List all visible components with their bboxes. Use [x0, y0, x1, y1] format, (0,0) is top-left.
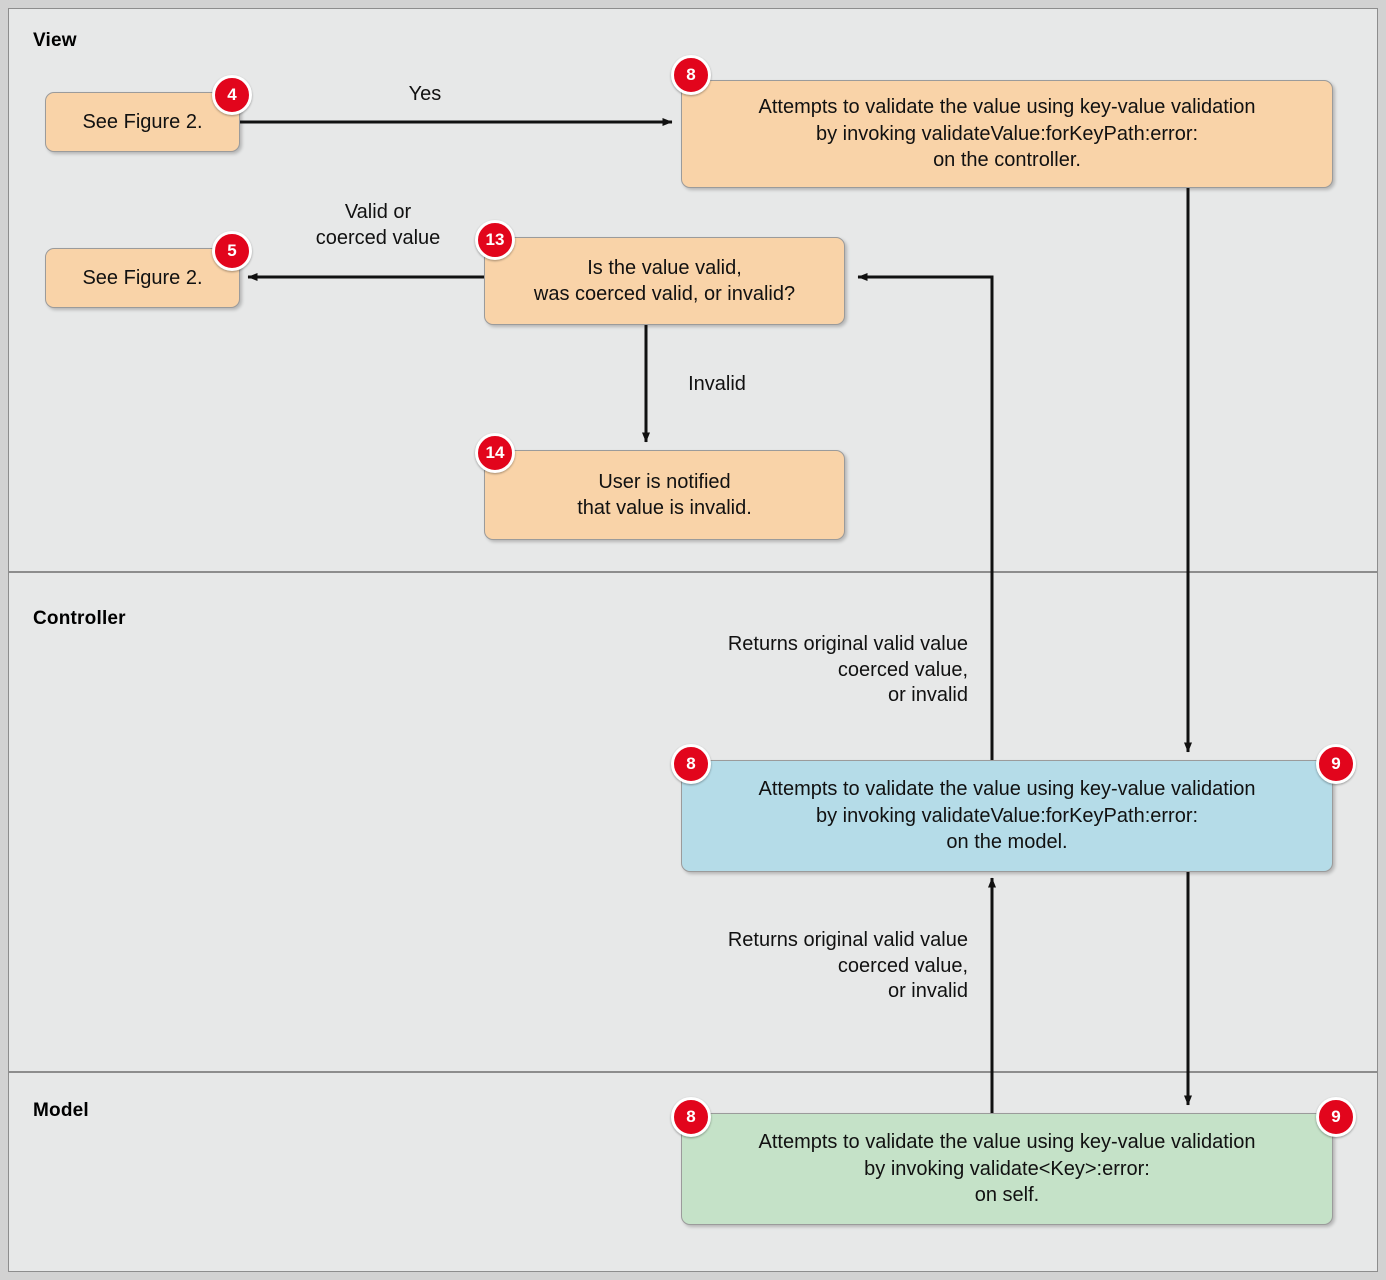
node-notify-user-line1: User is notified: [598, 470, 731, 493]
node-model-validate[interactable]: Attempts to validate the value using key…: [681, 1113, 1333, 1225]
node-decision-line2: was coerced valid, or invalid?: [533, 283, 796, 305]
node-model-validate-line2: by invoking validate<Key>:error:: [864, 1157, 1150, 1180]
node-view-validate-line1: Attempts to validate the value using key…: [758, 96, 1256, 119]
node-model-validate-line3: on self.: [974, 1184, 1040, 1207]
node-notify-user[interactable]: User is notified that value is invalid.: [484, 450, 845, 540]
badge-8-view: 8: [671, 55, 711, 95]
badge-5: 5: [212, 231, 252, 271]
badge-13: 13: [475, 220, 515, 260]
node-see-figure-bottom-label: See Figure 2.: [82, 266, 203, 289]
badge-9-controller: 9: [1316, 744, 1356, 784]
node-controller-validate[interactable]: Attempts to validate the value using key…: [681, 760, 1333, 872]
edge-label-returns-to-view: Returns original valid value coerced val…: [727, 633, 968, 707]
swimlane-label-controller: Controller: [33, 608, 126, 629]
badge-4: 4: [212, 75, 252, 115]
node-controller-validate-line3: on the model.: [946, 831, 1068, 854]
swimlane-label-model: Model: [33, 1100, 89, 1121]
badge-14: 14: [475, 433, 515, 473]
badge-8-controller: 8: [671, 744, 711, 784]
node-view-validate[interactable]: Attempts to validate the value using key…: [681, 80, 1333, 188]
edge-label-valid-or-coerced: Valid or coerced value: [315, 201, 441, 249]
node-controller-validate-line1: Attempts to validate the value using key…: [758, 778, 1256, 801]
edge-label-yes: Yes: [408, 83, 442, 105]
node-see-figure-top-label: See Figure 2.: [82, 110, 203, 133]
node-notify-user-line2: that value is invalid.: [577, 497, 752, 519]
badge-9-model: 9: [1316, 1097, 1356, 1137]
badge-8-model: 8: [671, 1097, 711, 1137]
node-controller-validate-line2: by invoking validateValue:forKeyPath:err…: [815, 804, 1199, 827]
edge-label-invalid: Invalid: [688, 373, 746, 395]
node-view-validate-line3: on the controller.: [933, 149, 1081, 172]
node-decision-value-valid[interactable]: Is the value valid, was coerced valid, o…: [484, 237, 845, 325]
swimlane-label-view: View: [33, 30, 77, 51]
node-model-validate-line1: Attempts to validate the value using key…: [758, 1131, 1256, 1154]
node-view-validate-line2: by invoking validateValue:forKeyPath:err…: [815, 122, 1199, 145]
node-see-figure-top[interactable]: See Figure 2.: [45, 92, 240, 152]
node-decision-line1: Is the value valid,: [587, 256, 742, 279]
edge-label-returns-to-controller: Returns original valid value coerced val…: [727, 929, 968, 1003]
node-see-figure-bottom[interactable]: See Figure 2.: [45, 248, 240, 308]
